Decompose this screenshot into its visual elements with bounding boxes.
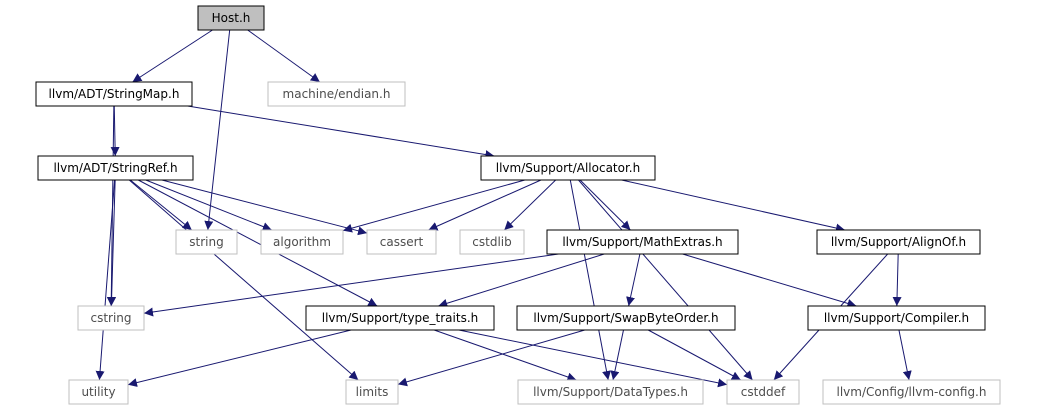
node-machine-endian: machine/endian.h [267,81,406,107]
edge-stringref-to-algorithm [145,179,272,231]
edge-allocator-to-algorithm [342,179,525,233]
edge-stringref-to-typetraits [138,179,378,307]
edge-stringref-to-cstring [107,179,117,307]
edge-stringref-to-string [129,179,193,231]
edge-swapbyteorder-to-datatypes [610,329,624,381]
svg-text:llvm/Support/type_traits.h: llvm/Support/type_traits.h [322,311,479,325]
node-compiler[interactable]: llvm/Support/Compiler.h [807,305,986,331]
edge-host-to-stringmap [132,29,213,83]
node-host[interactable]: Host.h [197,5,265,31]
edge-allocator-to-cassert [428,179,542,231]
edge-compiler-to-llvmconfig [898,329,912,381]
edge-stringmap-to-stringref [110,105,120,157]
node-stringref[interactable]: llvm/ADT/StringRef.h [37,155,194,181]
node-cstdlib: cstdlib [459,229,525,255]
svg-text:Host.h: Host.h [212,11,251,25]
node-alignof[interactable]: llvm/Support/AlignOf.h [816,229,981,255]
svg-text:cstring: cstring [90,311,131,325]
edge-typetraits-to-cstddef [458,329,728,388]
edge-stringref-to-cassert [161,179,368,236]
edge-stringref-to-utility [95,179,116,381]
svg-text:llvm/Support/AlignOf.h: llvm/Support/AlignOf.h [831,235,966,249]
svg-text:utility: utility [81,385,115,399]
edge-swapbyteorder-to-limits [397,329,585,387]
svg-text:llvm/Support/Allocator.h: llvm/Support/Allocator.h [496,161,640,175]
node-limits: limits [345,379,399,405]
svg-text:algorithm: algorithm [273,235,331,249]
edge-host-to-endian [247,29,321,83]
svg-text:llvm/ADT/StringRef.h: llvm/ADT/StringRef.h [53,161,177,175]
svg-text:cassert: cassert [380,235,424,249]
svg-text:llvm/Support/MathExtras.h: llvm/Support/MathExtras.h [562,235,722,249]
svg-text:llvm/ADT/StringMap.h: llvm/ADT/StringMap.h [49,87,180,101]
node-swapbyteorder[interactable]: llvm/Support/SwapByteOrder.h [516,305,736,331]
svg-text:llvm/Support/SwapByteOrder.h: llvm/Support/SwapByteOrder.h [533,311,718,325]
edge-stringmap-to-allocator [187,105,495,159]
edge-alignof-to-compiler [892,253,902,307]
node-string: string [175,229,238,255]
edge-swapbyteorder-to-cstddef [647,329,742,381]
svg-text:cstddef: cstddef [741,385,786,399]
svg-text:string: string [189,235,223,249]
node-algorithm: algorithm [260,229,344,255]
edge-allocator-to-cstddef [578,179,753,381]
node-llvm-config: llvm/Config/llvm-config.h [822,379,1001,405]
edge-mathextras-to-compiler [682,253,857,308]
edge-mathextras-to-typetraits [438,253,605,308]
node-stringmap[interactable]: llvm/ADT/StringMap.h [35,81,193,107]
node-mathextras[interactable]: llvm/Support/MathExtras.h [546,229,739,255]
dependency-edges [95,29,912,388]
node-allocator[interactable]: llvm/Support/Allocator.h [480,155,656,181]
svg-text:llvm/Support/DataTypes.h: llvm/Support/DataTypes.h [533,385,688,399]
node-utility: utility [68,379,129,405]
node-type-traits[interactable]: llvm/Support/type_traits.h [305,305,495,331]
svg-text:limits: limits [356,385,389,399]
node-cstddef: cstddef [726,379,800,405]
svg-text:cstdlib: cstdlib [472,235,511,249]
edge-allocator-to-cstdlib [503,179,557,231]
edge-typetraits-to-utility [127,329,352,387]
svg-text:llvm/Support/Compiler.h: llvm/Support/Compiler.h [824,311,969,325]
edge-allocator-to-mathextras [579,179,631,231]
edge-mathextras-to-cstring [143,253,559,317]
svg-text:machine/endian.h: machine/endian.h [283,87,391,101]
svg-text:llvm/Config/llvm-config.h: llvm/Config/llvm-config.h [837,385,987,399]
edge-mathextras-to-swapbyteorder [626,253,641,307]
edge-allocator-to-alignof [621,179,846,233]
node-cassert: cassert [366,229,437,255]
edge-allocator-to-datatypes [569,179,611,381]
edge-typetraits-to-datatypes [433,329,577,382]
edge-host-to-string [204,29,231,231]
node-cstring: cstring [77,305,145,331]
node-datatypes: llvm/Support/DataTypes.h [517,379,704,405]
edge-stringref-to-limits [128,179,359,381]
